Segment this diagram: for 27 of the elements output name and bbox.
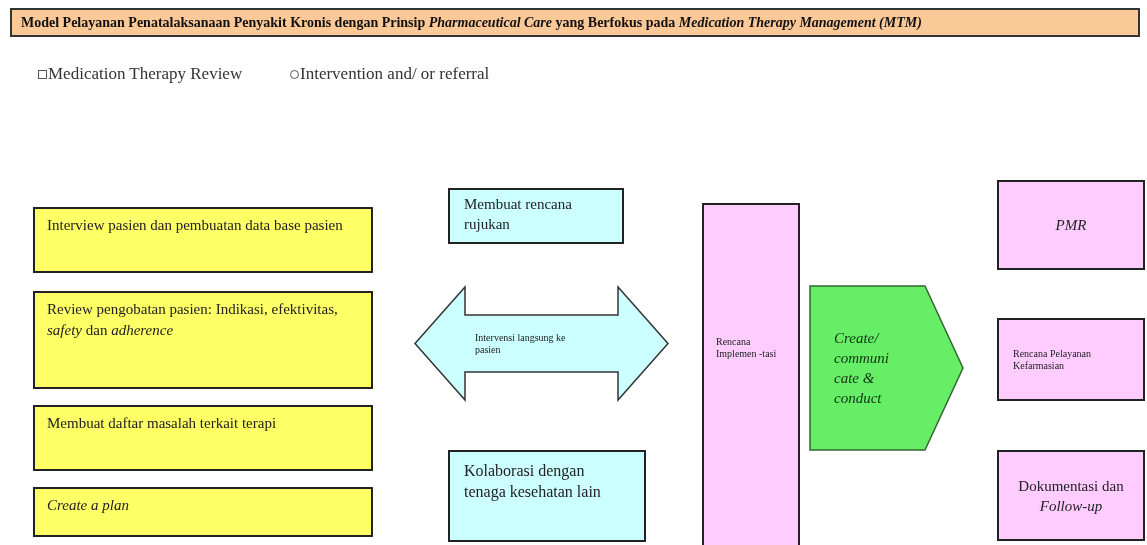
process-box (997, 450, 1145, 541)
double-arrow-shape (415, 287, 668, 400)
node-text: Rencana Implemen -tasi (716, 336, 778, 360)
node-text: Intervensi langsung ke pasien (475, 331, 567, 356)
node-text: Kolaborasi dengan tenaga kesehatan lain (464, 461, 602, 502)
section-label: Medication Therapy Review (48, 64, 243, 84)
process-box (448, 450, 646, 542)
node-text: Membuat daftar masalah terkait terapi (47, 414, 277, 433)
node-text: Review pengobatan pasien: Indikasi, efektivitas, safety dan adherence (47, 300, 339, 340)
process-box (33, 291, 373, 389)
process-box (448, 188, 624, 244)
node-text: Dokumentasi dan Follow-up (1017, 476, 1125, 516)
node-text: Create/ communi cate & conduct (834, 329, 890, 408)
section-label: Intervention and/ or referral (300, 64, 490, 84)
node-text: Membuat rencana rujukan (464, 195, 573, 234)
node-text: Rencana Pelayanan Kefarmasian (1013, 347, 1093, 372)
process-box (997, 318, 1145, 401)
node-text: Create a plan (47, 496, 129, 515)
process-box (33, 487, 373, 537)
process-box (33, 207, 373, 273)
node-text: PMR (1055, 216, 1087, 235)
node-text: Interview pasien dan pembuatan data base pasien (47, 216, 343, 235)
process-box (997, 180, 1145, 270)
process-box (33, 405, 373, 471)
title-banner: Model Pelayanan Penatalaksanaan Penyakit Kronis dengan Prinsip Pharmaceutical Care yang Berfokus pada Medication Therapy Management (MTM) (10, 8, 1140, 37)
process-box (702, 203, 800, 545)
pentagon-arrow-shape (810, 286, 963, 450)
